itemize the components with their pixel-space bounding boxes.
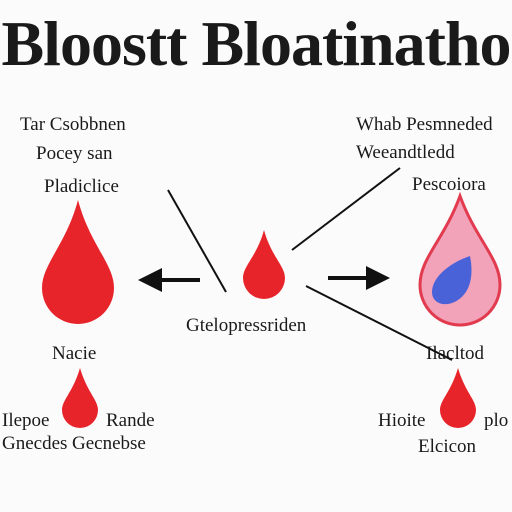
bottom-left-right-label2: Gecnebse (72, 433, 146, 454)
bottom-right-right-label: plo (484, 410, 509, 431)
bottom-left-left-label1: Ilepoe (2, 410, 50, 431)
small-blood-drop-bottom-right (440, 368, 476, 428)
top-right-label-line2: Weeandtledd (356, 142, 455, 163)
arrow-left-icon (138, 268, 200, 292)
bottom-left-title: Nacie (52, 343, 97, 364)
connector-line (167, 189, 227, 293)
diagram-title: Bloostt Bloatinatho (1, 8, 511, 79)
center-label: Gtelopressriden (186, 315, 307, 336)
connector-line (305, 285, 453, 361)
bottom-right-bottom-label: Elcicon (418, 436, 477, 457)
bottom-left-right-label1: Rande (106, 410, 155, 431)
blue-cell-icon (432, 256, 472, 305)
bottom-right-title: Ilacltod (426, 343, 485, 364)
top-left-label-line1: Tar Csobbnen (20, 114, 126, 135)
connector-line (291, 167, 401, 251)
bottom-left-left-label2: Gnecdes (2, 433, 68, 454)
top-left-label-line2: Pocey san (36, 143, 113, 164)
large-blood-drop-left (42, 200, 114, 324)
bottom-right-left-label: Hioite (378, 410, 426, 431)
small-blood-drop-center (243, 230, 285, 299)
top-right-label-line1: Whab Pesmneded (356, 114, 493, 135)
top-left-drop-label: Pladiclice (44, 176, 119, 197)
arrow-right-icon (328, 266, 390, 290)
small-blood-drop-bottom-left (62, 368, 98, 428)
top-right-drop-label: Pescoiora (412, 174, 486, 195)
